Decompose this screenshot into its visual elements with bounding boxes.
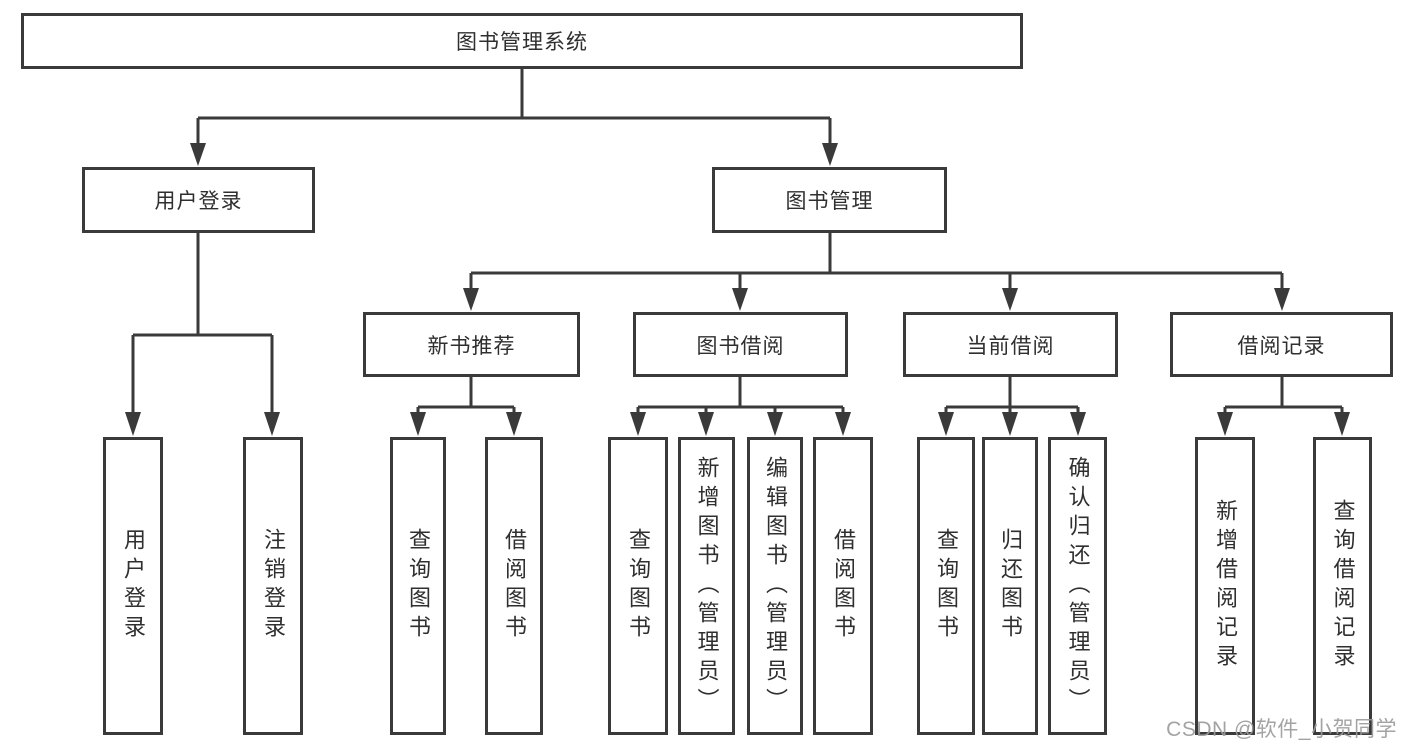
node-leaf-return-books: 归还图书 (982, 437, 1038, 735)
watermark: CSDN @软件_小贺同学 (1166, 718, 1397, 741)
node-new-book-recommend: 新书推荐 (363, 312, 580, 377)
node-leaf-add-borrow-record: 新增借阅记录 (1195, 437, 1255, 735)
node-leaf-user-login: 用户登录 (103, 437, 163, 735)
node-leaf-query-books-2: 查询图书 (608, 437, 668, 735)
node-leaf-query-books-1: 查询图书 (390, 437, 446, 735)
node-leaf-add-books-admin: 新增图书（管理员） (678, 437, 735, 735)
node-leaf-borrow-books-2: 借阅图书 (813, 437, 873, 735)
node-book-management: 图书管理 (712, 167, 947, 233)
node-leaf-logout: 注销登录 (243, 437, 303, 735)
node-leaf-query-books-3: 查询图书 (917, 437, 975, 735)
node-book-borrowing: 图书借阅 (633, 312, 848, 377)
arrowheads (125, 143, 1350, 436)
node-leaf-edit-books-admin: 编辑图书（管理员） (747, 437, 803, 735)
node-root: 图书管理系统 (21, 13, 1023, 69)
node-leaf-query-borrow-record: 查询借阅记录 (1313, 437, 1372, 735)
node-leaf-borrow-books-1: 借阅图书 (485, 437, 543, 735)
node-borrowing-records: 借阅记录 (1170, 312, 1393, 377)
node-leaf-confirm-return-admin: 确认归还（管理员） (1048, 437, 1107, 735)
node-current-borrowing: 当前借阅 (903, 312, 1118, 377)
node-user-login: 用户登录 (82, 167, 315, 233)
